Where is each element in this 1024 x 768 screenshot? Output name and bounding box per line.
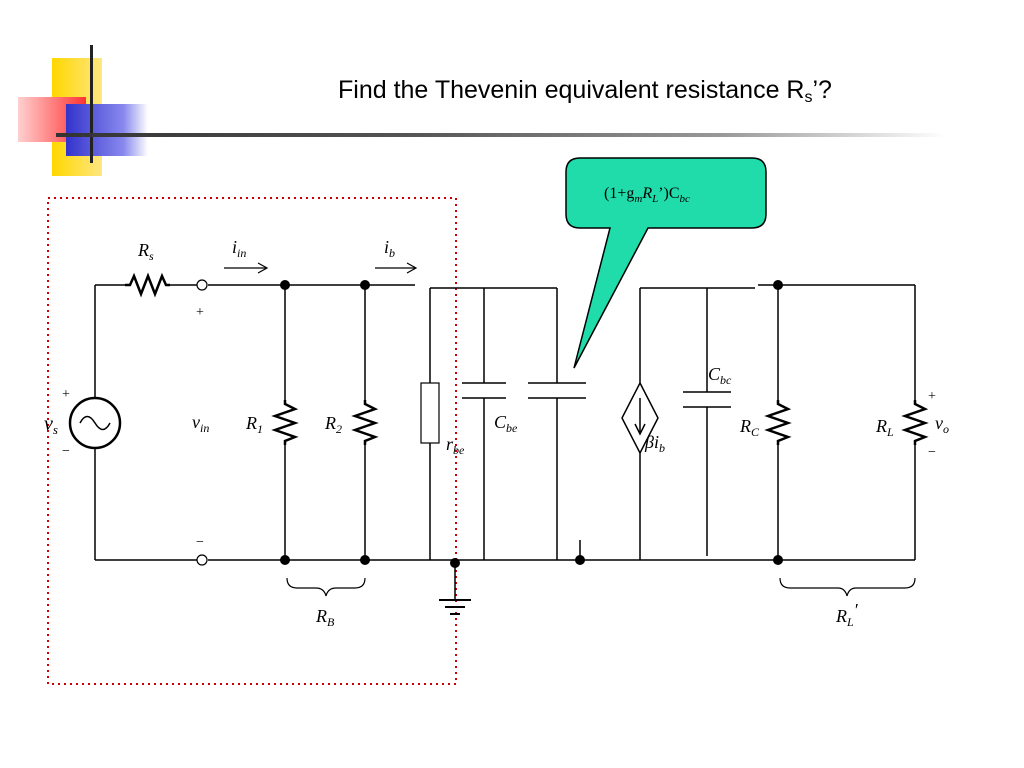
vin-label: vin [192, 412, 209, 435]
cbe-label: Cbe [494, 412, 518, 435]
source-label: vs [44, 413, 58, 437]
cbc-label: Cbc [708, 364, 732, 387]
vo-label: vo [935, 413, 949, 436]
vin-minus: − [196, 535, 204, 550]
deco-vertical-line [90, 45, 93, 163]
rb-label: RB [315, 606, 335, 629]
ib-arrow: ib [375, 237, 418, 274]
input-terminal-bottom [196, 554, 208, 566]
resistor-rl: RL + − vo [875, 389, 949, 460]
rl-label: RL [875, 416, 894, 439]
rbe-label: rbe [446, 434, 465, 457]
slide-title: Find the Thevenin equivalent resistance … [338, 76, 832, 106]
deco-horizontal-rule [56, 133, 946, 137]
rc-label: RC [739, 416, 760, 439]
dotted-region-box [47, 197, 457, 685]
resistor-r2: R2 [324, 400, 379, 445]
dependent-current-source: βib [621, 381, 665, 455]
capacitor-miller [528, 382, 586, 399]
callout-bubble: (1+gmRL’)Cbc [565, 157, 767, 369]
iin-label: iin [232, 237, 246, 260]
resistor-rbe: rbe [420, 382, 465, 457]
source-minus: − [62, 444, 70, 459]
rs-label: Rs [137, 240, 154, 263]
resistor-r1: R1 [245, 400, 299, 445]
source-plus: + [62, 387, 70, 402]
resistor-rs: Rs [125, 240, 170, 298]
iin-arrow: iin [224, 237, 269, 274]
callout-text: (1+gmRL’)Cbc [604, 185, 690, 205]
vo-minus: − [928, 445, 936, 460]
ib-label: ib [384, 237, 395, 260]
dep-source-label: βib [644, 432, 665, 455]
capacitor-cbe: Cbe [462, 382, 518, 435]
junction-dots [280, 280, 783, 568]
r2-label: R2 [324, 413, 342, 436]
input-terminal-top [196, 279, 208, 291]
vo-plus: + [928, 389, 936, 404]
wires [94, 284, 916, 600]
resistor-rc: RC [739, 400, 792, 445]
capacitor-cbc: Cbc [683, 364, 732, 408]
deco-blue-square [66, 104, 148, 156]
vin-plus: + [196, 305, 204, 320]
rl-prime-label: RL′ [835, 600, 859, 629]
voltage-source: + − vs [44, 387, 122, 459]
rl-prime-brace: RL′ [779, 577, 916, 629]
ground-symbol [439, 599, 471, 615]
rb-brace: RB [286, 577, 366, 629]
r1-label: R1 [245, 413, 263, 436]
